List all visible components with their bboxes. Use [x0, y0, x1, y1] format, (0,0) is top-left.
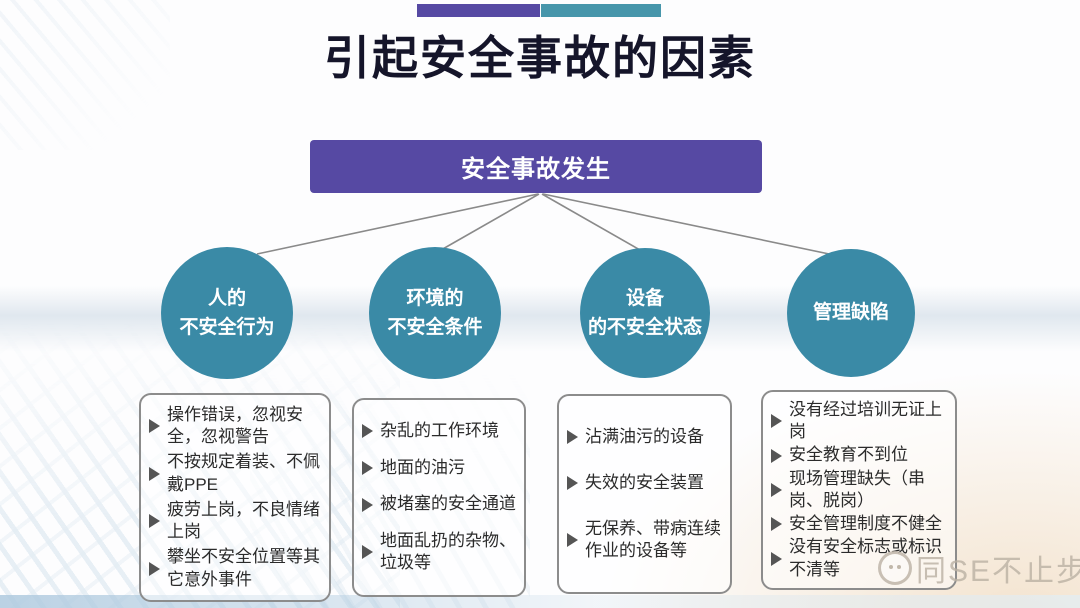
factor-box-management: 没有经过培训无证上岗 安全教育不到位 现场管理缺失（串岗、脱岗） 安全管理制度不…	[761, 390, 957, 590]
bullet-triangle-icon	[771, 517, 782, 532]
list-item: 被堵塞的安全通道	[362, 493, 516, 515]
list-item: 安全教育不到位	[771, 444, 947, 466]
bullet-triangle-icon	[362, 424, 373, 439]
bullet-triangle-icon	[149, 419, 160, 434]
circle-equipment-unsafe-state: 设备 的不安全状态	[580, 248, 710, 378]
list-item-text: 没有经过培训无证上岗	[789, 399, 942, 442]
list-item: 操作错误，忽视安全，忽视警告	[149, 404, 321, 449]
bullet-triangle-icon	[771, 448, 782, 463]
list-item: 地面的油污	[362, 457, 516, 479]
list-item: 失效的安全装置	[567, 472, 722, 494]
list-item: 无保养、带病连续作业的设备等	[567, 518, 722, 563]
circle-label-line: 不安全条件	[387, 317, 483, 338]
list-item: 地面乱扔的杂物、垃圾等	[362, 530, 516, 575]
list-item-text: 攀坐不安全位置等其它意外事件	[167, 547, 320, 589]
list-item-text: 无保养、带病连续作业的设备等	[585, 518, 721, 560]
circle-environment-unsafe-conditions: 环境的 不安全条件	[369, 247, 501, 379]
bullet-triangle-icon	[149, 466, 160, 481]
list-item-text: 操作错误，忽视安全，忽视警告	[167, 404, 303, 447]
list-item: 攀坐不安全位置等其它意外事件	[149, 546, 321, 591]
bullet-triangle-icon	[567, 533, 578, 547]
accent-bar-teal	[541, 4, 661, 17]
list-item: 现场管理缺失（串岗、脱岗）	[771, 468, 947, 513]
root-node-accident-occurs: 安全事故发生	[310, 140, 762, 193]
bullet-triangle-icon	[149, 514, 160, 529]
bullet-triangle-icon	[567, 475, 578, 490]
bullet-triangle-icon	[771, 483, 782, 497]
circle-label-line: 设备	[625, 287, 664, 309]
list-item: 杂乱的工作环境	[362, 420, 516, 442]
list-item-text: 没有安全标志或标识不清等	[789, 537, 942, 579]
bullet-triangle-icon	[362, 460, 373, 475]
bullet-triangle-icon	[362, 545, 373, 560]
background-corner-streaks	[0, 0, 170, 150]
bullet-triangle-icon	[771, 551, 782, 566]
circle-label-line: 的不安全状态	[587, 317, 702, 338]
circle-label-line: 管理缺陷	[812, 302, 889, 324]
list-item-text: 杂乱的工作环境	[380, 421, 499, 441]
list-item-text: 失效的安全装置	[585, 472, 704, 492]
circle-label-line: 环境的	[406, 287, 464, 309]
circle-label-line: 不安全行为	[179, 317, 275, 338]
circle-management-defects: 管理缺陷	[787, 249, 915, 377]
factor-box-environment: 杂乱的工作环境 地面的油污 被堵塞的安全通道 地面乱扔的杂物、垃圾等	[352, 398, 526, 597]
list-item-text: 安全管理制度不健全	[789, 514, 942, 534]
list-item-text: 地面乱扔的杂物、垃圾等	[380, 530, 516, 573]
list-item: 安全管理制度不健全	[771, 513, 947, 535]
list-item-text: 疲劳上岗，不良情绪上岗	[167, 499, 320, 542]
list-item: 没有经过培训无证上岗	[771, 399, 947, 444]
bullet-triangle-icon	[149, 561, 160, 576]
factor-box-human-behavior: 操作错误，忽视安全，忽视警告 不按规定着装、不佩戴PPE 疲劳上岗，不良情绪上岗…	[139, 393, 331, 602]
watermark: 同SE不止步	[878, 546, 1080, 590]
watermark-logo-icon	[878, 551, 912, 585]
list-item-text: 现场管理缺失（串岗、脱岗）	[789, 468, 925, 510]
accent-bar-purple	[417, 4, 540, 17]
list-item: 没有安全标志或标识不清等	[771, 536, 947, 581]
bullet-triangle-icon	[567, 429, 578, 444]
page-title: 引起安全事故的因素	[324, 33, 756, 84]
list-item: 疲劳上岗，不良情绪上岗	[149, 499, 321, 544]
watermark-text: 同SE不止步	[916, 555, 1080, 588]
list-item-text: 不按规定着装、不佩戴PPE	[167, 452, 320, 494]
factor-box-equipment: 沾满油污的设备 失效的安全装置 无保养、带病连续作业的设备等	[557, 394, 732, 594]
bullet-triangle-icon	[771, 414, 782, 429]
list-item-text: 沾满油污的设备	[585, 426, 704, 446]
circle-human-unsafe-behavior: 人的 不安全行为	[161, 247, 293, 379]
list-item: 不按规定着装、不佩戴PPE	[149, 451, 321, 496]
circle-label-line: 人的	[207, 287, 246, 309]
list-item-text: 被堵塞的安全通道	[380, 494, 516, 514]
list-item-text: 地面的油污	[380, 457, 465, 477]
root-node-label: 安全事故发生	[461, 156, 611, 183]
list-item-text: 安全教育不到位	[789, 445, 908, 465]
bullet-triangle-icon	[362, 497, 373, 512]
list-item: 沾满油污的设备	[567, 426, 722, 448]
